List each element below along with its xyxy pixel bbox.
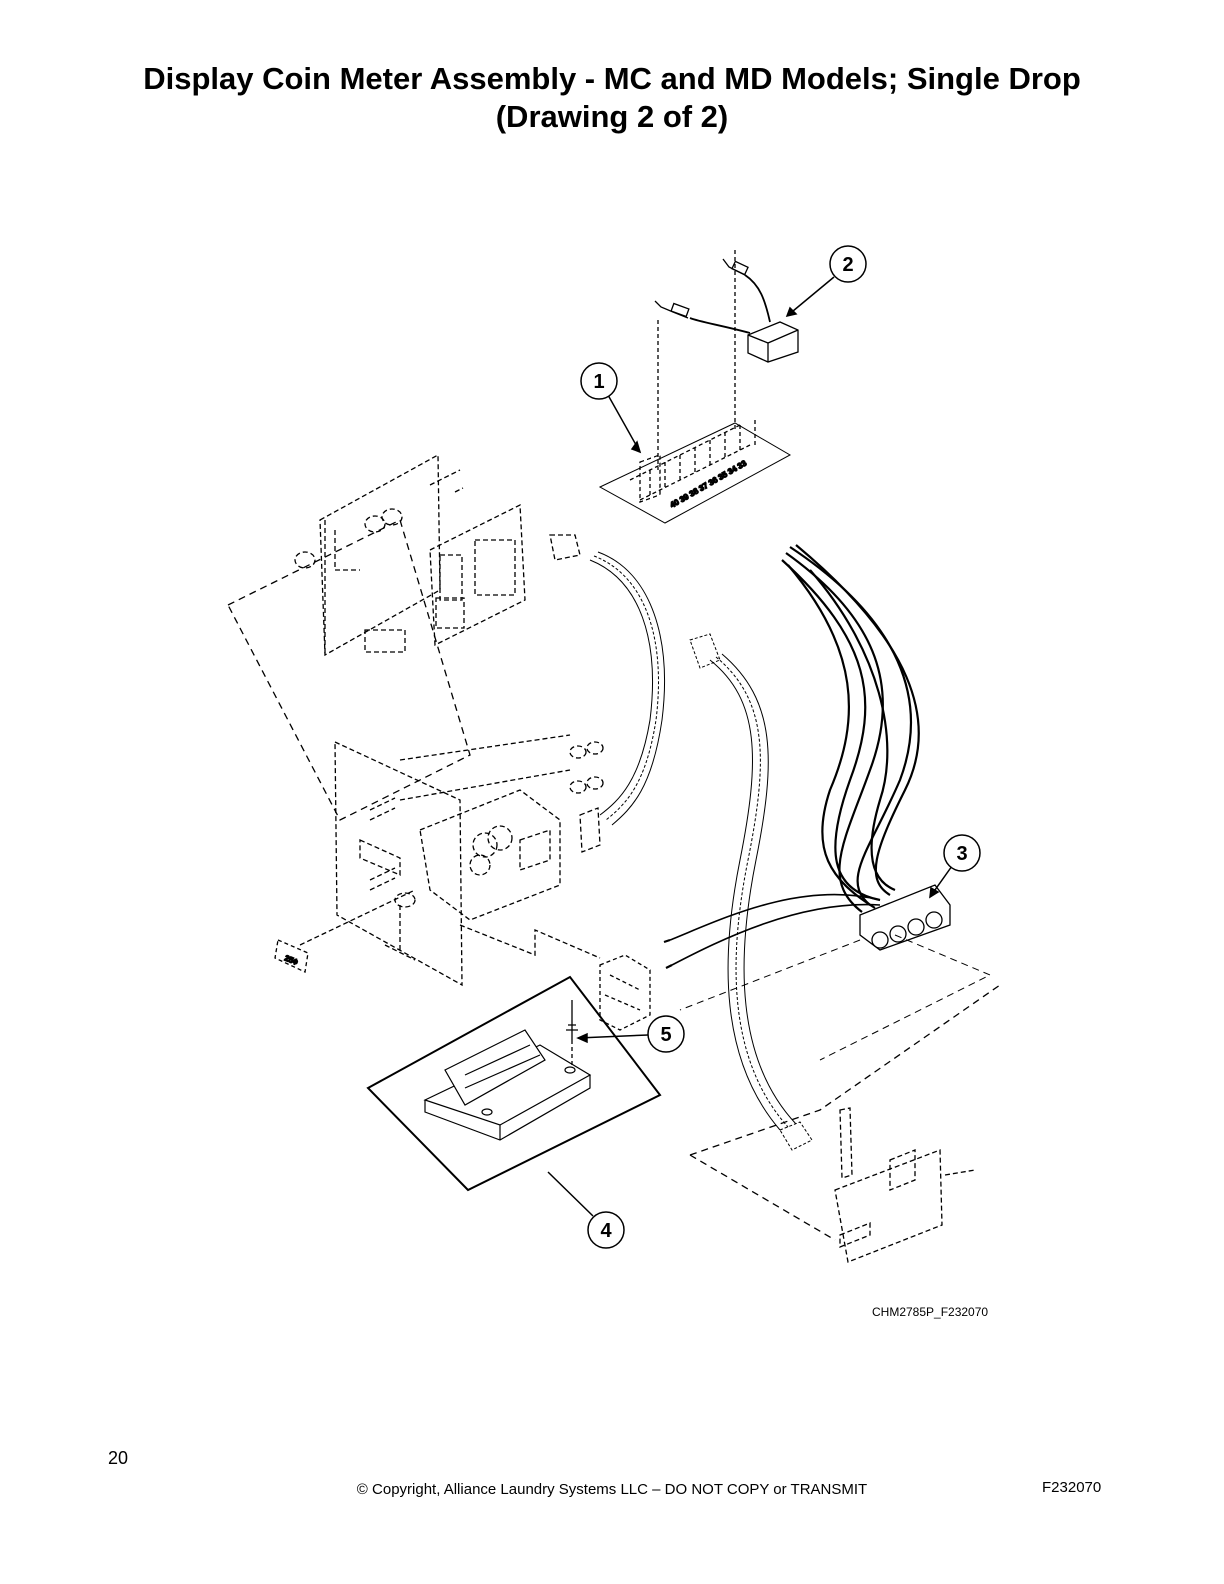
callout-4-label: 4 bbox=[600, 1220, 612, 1242]
callout-1-label: 1 bbox=[593, 371, 604, 393]
document-code: F232070 bbox=[1042, 1479, 1102, 1496]
callout-2: 2 bbox=[829, 245, 867, 283]
title-line-1: Display Coin Meter Assembly - MC and MD … bbox=[143, 61, 1081, 96]
callout-4: 4 bbox=[587, 1211, 625, 1249]
coin-value-label: 25¢ bbox=[283, 954, 299, 968]
ribbon-cable-upper bbox=[589, 551, 813, 1151]
title-line-2: (Drawing 2 of 2) bbox=[495, 99, 729, 134]
drawing-code: CHM2785P_F232070 bbox=[872, 1305, 989, 1319]
harness-connector bbox=[679, 884, 992, 1061]
wire-harness bbox=[663, 544, 920, 969]
coin-label-tag: 25¢ bbox=[274, 939, 309, 973]
callout-3: 3 bbox=[943, 834, 981, 872]
page-number: 20 bbox=[108, 1448, 129, 1468]
display-board bbox=[689, 984, 1001, 1263]
upper-control-board bbox=[227, 453, 581, 821]
callout-5: 5 bbox=[647, 1015, 685, 1053]
callout-1: 1 bbox=[580, 362, 618, 400]
terminal-block: 40 39 38 37 36 35 34 33 bbox=[598, 250, 792, 524]
base-plate bbox=[366, 975, 662, 1192]
mounting-bracket bbox=[423, 1029, 592, 1141]
copyright-notice: © Copyright, Alliance Laundry Systems LL… bbox=[356, 1481, 868, 1498]
callout-5-label: 5 bbox=[660, 1024, 671, 1046]
filter-assembly bbox=[654, 258, 799, 363]
screw-part bbox=[566, 1000, 578, 1065]
callout-3-label: 3 bbox=[956, 843, 967, 865]
coin-drop-mechanism bbox=[599, 954, 651, 1031]
callout-leaders bbox=[547, 276, 953, 1217]
lower-meter-board bbox=[299, 734, 604, 987]
callout-2-label: 2 bbox=[842, 254, 853, 276]
page-title: Display Coin Meter Assembly - MC and MD … bbox=[60, 60, 1164, 136]
